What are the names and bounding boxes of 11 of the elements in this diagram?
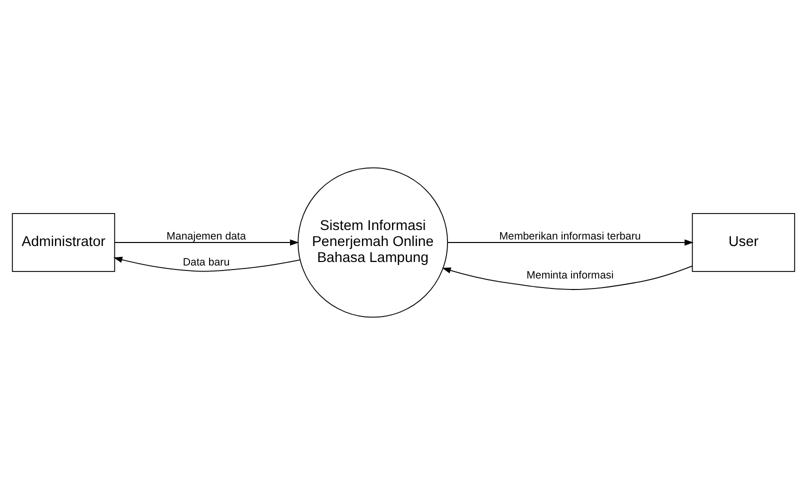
node-box: Administrator	[12, 212, 116, 272]
node-circle: Sistem Informasi Penerjemah Online Bahasa Lampung	[298, 166, 448, 318]
arrow	[114, 238, 299, 246]
edge-label: Manajemen data	[166, 230, 246, 242]
arrow	[113, 256, 300, 272]
arrow	[447, 238, 694, 246]
edge-label: Memberikan informasi terbaru	[499, 230, 641, 242]
edge-label: Data baru	[182, 256, 230, 268]
edge-label: Meminta informasi	[526, 269, 614, 282]
node-box: User	[692, 212, 796, 272]
arrow	[442, 265, 693, 290]
